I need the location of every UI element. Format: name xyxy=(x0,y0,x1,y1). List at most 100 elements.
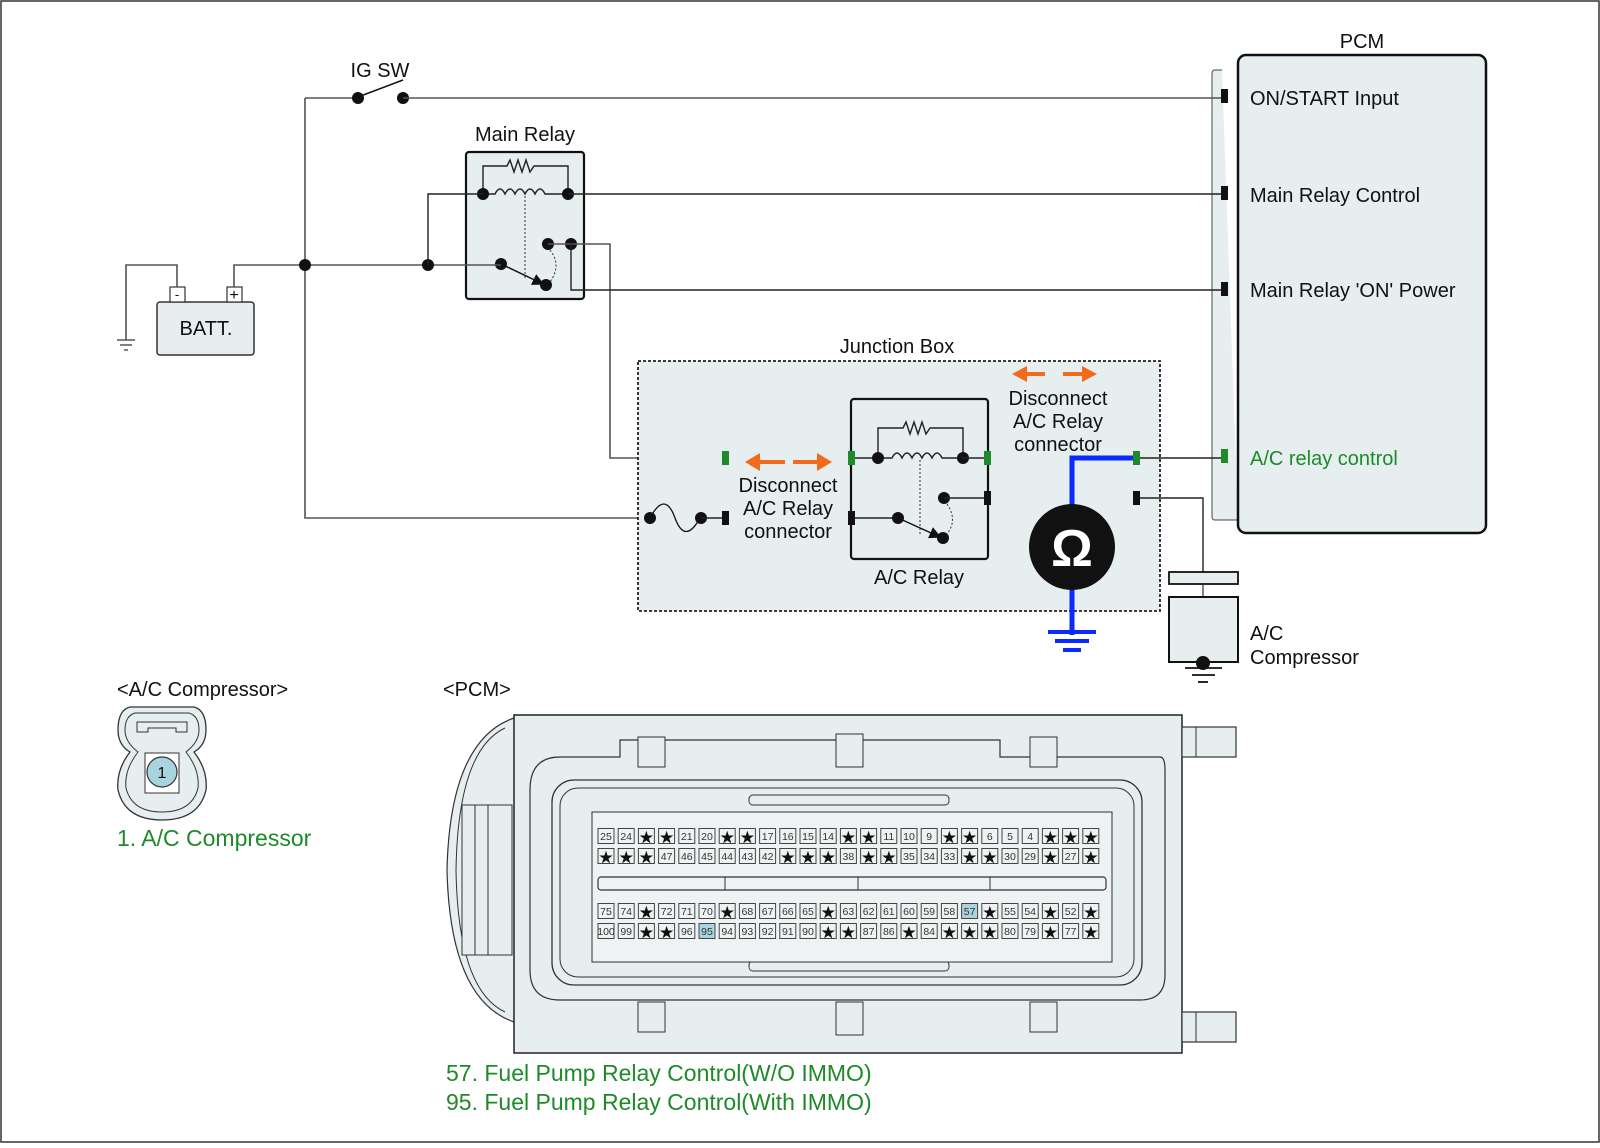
pcm-pin-unused: ★ xyxy=(617,848,635,867)
pin-number: 6 xyxy=(987,831,993,843)
pin-number: 67 xyxy=(762,906,774,918)
pcm-pin-unused: ★ xyxy=(658,923,676,942)
pcm-pin-unused: ★ xyxy=(961,828,979,847)
pcm-pin-79: 79 xyxy=(1021,923,1039,939)
ohm-symbol: Ω xyxy=(1051,520,1093,578)
pin-number: 58 xyxy=(944,906,956,918)
pcm-pin-62: 62 xyxy=(860,903,878,919)
pcm-legend-pin-57: 57. Fuel Pump Relay Control(W/O IMMO) xyxy=(446,1060,872,1086)
pin-star-marker: ★ xyxy=(720,830,734,847)
disconnect-left-line2: A/C Relay xyxy=(743,498,833,520)
ig-switch: IG SW xyxy=(305,60,410,104)
pcm-pin-47: 47 xyxy=(658,848,676,864)
junction-box-label: Junction Box xyxy=(840,336,955,358)
pin-number: 20 xyxy=(701,831,713,843)
pcm-pin-21: 21 xyxy=(678,828,696,844)
disconnect-right-line3: connector xyxy=(1014,434,1102,456)
disconnect-left-line1: Disconnect xyxy=(739,475,838,497)
pcm-pin-42: 42 xyxy=(759,848,777,864)
pcm-pin-unused: ★ xyxy=(1082,848,1100,867)
pin-number: 100 xyxy=(597,926,615,938)
pin-number: 75 xyxy=(600,906,612,918)
pcm-pin-unused: ★ xyxy=(860,828,878,847)
pcm-pin-27: 27 xyxy=(1062,848,1080,864)
ac-relay: A/C Relay xyxy=(848,397,991,589)
pcm-pin-87: 87 xyxy=(860,923,878,939)
ground-icon xyxy=(117,339,135,351)
pcm-legend-pin-95: 95. Fuel Pump Relay Control(With IMMO) xyxy=(446,1089,872,1115)
ac-compressor-connector-title: <A/C Compressor> xyxy=(117,679,288,701)
pin-number: 30 xyxy=(1004,851,1016,863)
pin-star-marker: ★ xyxy=(943,925,957,942)
pin-number: 71 xyxy=(681,906,693,918)
pcm-pin-15: 15 xyxy=(799,828,817,844)
pcm-pin-unused: ★ xyxy=(819,848,837,867)
pin-number: 5 xyxy=(1007,831,1013,843)
pin-star-marker: ★ xyxy=(862,850,876,867)
pin-star-marker: ★ xyxy=(1064,830,1078,847)
pin-star-marker: ★ xyxy=(720,905,734,922)
pin-number: 25 xyxy=(600,831,612,843)
pin-number: 52 xyxy=(1065,906,1077,918)
pcm-pin-68: 68 xyxy=(738,903,756,919)
pin-star-marker: ★ xyxy=(640,850,654,867)
pcm-pin-unused: ★ xyxy=(1041,828,1059,847)
ac-compressor-label-line1: A/C xyxy=(1250,623,1283,645)
pin-star-marker: ★ xyxy=(640,830,654,847)
pin-star-marker: ★ xyxy=(619,850,633,867)
pcm-pin-unused: ★ xyxy=(900,923,918,942)
ohmmeter-icon xyxy=(1029,504,1115,590)
ac-compressor-connector-view: <A/C Compressor> 1 1. A/C Compressor xyxy=(117,679,312,851)
pcm-pin-5: 5 xyxy=(1001,828,1019,844)
pcm-pin-96: 96 xyxy=(678,923,696,939)
pin-number: 59 xyxy=(923,906,935,918)
pcm-pin-unused: ★ xyxy=(658,828,676,847)
pin-number: 77 xyxy=(1065,926,1077,938)
pcm-pin-54: 54 xyxy=(1021,903,1039,919)
pcm-pin-unused: ★ xyxy=(1082,903,1100,922)
pcm-pin-59: 59 xyxy=(920,903,938,919)
pcm-terminal-main-relay-control: Main Relay Control xyxy=(1250,185,1420,207)
pin-star-marker: ★ xyxy=(862,830,876,847)
disconnect-arrow-left-icon xyxy=(745,453,832,471)
battery-label: BATT. xyxy=(180,318,233,340)
pin-number: 61 xyxy=(883,906,895,918)
pcm-pin-94: 94 xyxy=(718,923,736,939)
pcm-pin-70: 70 xyxy=(698,903,716,919)
pcm-pin-35: 35 xyxy=(900,848,918,864)
pin-star-marker: ★ xyxy=(821,925,835,942)
pcm-pin-25: 25 xyxy=(597,828,615,844)
pcm-pin-33: 33 xyxy=(940,848,958,864)
pcm-pin-38: 38 xyxy=(839,848,857,864)
pin-star-marker: ★ xyxy=(983,850,997,867)
pin-number: 70 xyxy=(701,906,713,918)
pin-star-marker: ★ xyxy=(963,925,977,942)
pcm-pin-44: 44 xyxy=(718,848,736,864)
pcm-pin-43: 43 xyxy=(738,848,756,864)
pcm-pin-20: 20 xyxy=(698,828,716,844)
pcm-pin-unused: ★ xyxy=(981,848,999,867)
battery: - + BATT. xyxy=(117,264,255,356)
pcm-pin-unused: ★ xyxy=(779,848,797,867)
pcm-pin-9: 9 xyxy=(920,828,938,844)
pcm-pin-unused: ★ xyxy=(637,828,655,847)
pin-number: 15 xyxy=(802,831,814,843)
pcm-pin-unused: ★ xyxy=(637,923,655,942)
pcm-pin-90: 90 xyxy=(799,923,817,939)
pcm-connector-title: <PCM> xyxy=(443,679,511,701)
main-relay: Main Relay xyxy=(464,124,586,301)
ac-compressor: A/C Compressor xyxy=(1168,571,1359,683)
pin-number: 72 xyxy=(661,906,673,918)
pcm-pin-unused: ★ xyxy=(1062,828,1080,847)
pin-number: 93 xyxy=(742,926,754,938)
pcm-pin-72: 72 xyxy=(658,903,676,919)
pcm-pin-16: 16 xyxy=(779,828,797,844)
pin-number: 35 xyxy=(903,851,915,863)
pin-number: 45 xyxy=(701,851,713,863)
pin-number: 42 xyxy=(762,851,774,863)
pcm-pin-34: 34 xyxy=(920,848,938,864)
pcm-pin-unused: ★ xyxy=(860,848,878,867)
pin-number: 24 xyxy=(620,831,632,843)
